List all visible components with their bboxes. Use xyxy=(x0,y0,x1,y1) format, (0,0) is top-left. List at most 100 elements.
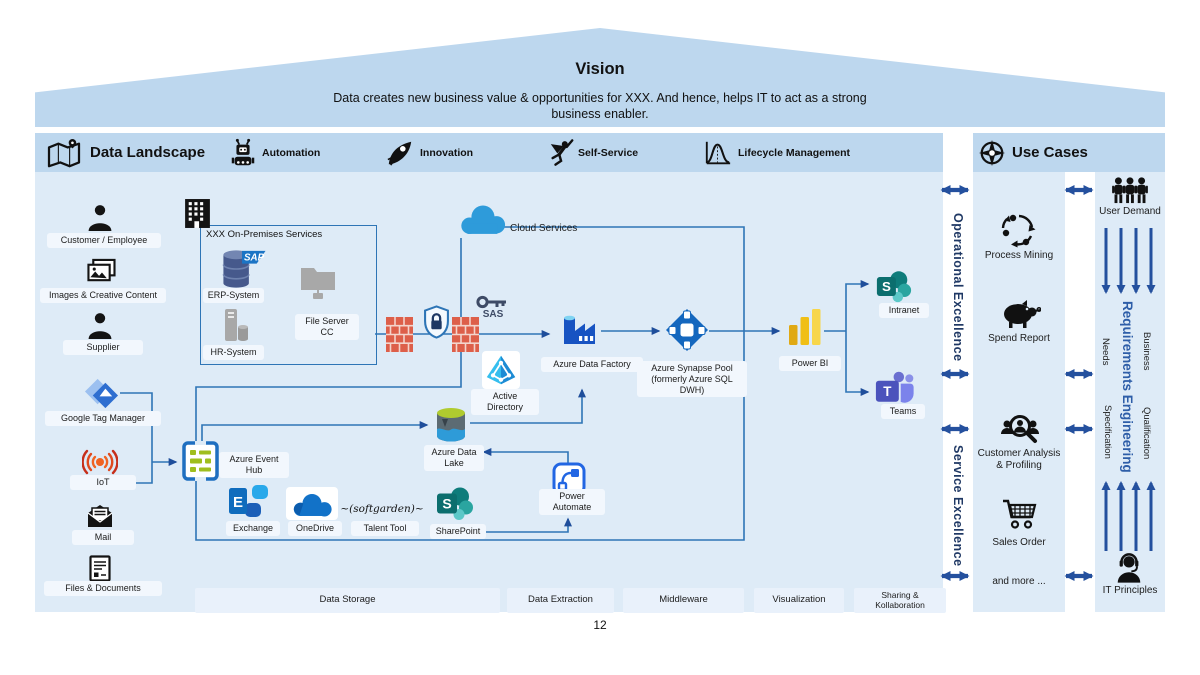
category-visualization: Visualization xyxy=(754,588,844,613)
use-case-process-mining: Process Mining xyxy=(984,250,1054,261)
file-server-label: File Server CC xyxy=(295,314,359,340)
exchange-label: Exchange xyxy=(226,521,280,536)
sharepoint-label: SharePoint xyxy=(430,524,486,539)
on-premises-title: XXX On-Premises Services xyxy=(206,229,323,240)
use-case-customer-analysis: Customer Analysis & Profiling xyxy=(977,448,1061,471)
category-middleware: Middleware xyxy=(623,588,744,613)
sap-logo-text: SAP xyxy=(244,253,265,264)
source-mail: Mail xyxy=(72,530,134,545)
building-icon xyxy=(184,198,211,229)
vision-subtitle: Data creates new business value & opport… xyxy=(333,91,867,121)
cloud-icon xyxy=(457,202,507,236)
it-principles-label: IT Principles xyxy=(1102,585,1158,596)
exchange-icon: E xyxy=(227,483,271,519)
sharepoint-icon: S xyxy=(875,269,913,304)
user-demand-label: User Demand xyxy=(1099,206,1161,217)
exchange-letter: E xyxy=(233,494,243,511)
piggy-bank-icon xyxy=(999,296,1041,330)
map-icon xyxy=(46,139,82,169)
specification-label: Specification xyxy=(1102,405,1113,459)
source-customer-employee: Customer / Employee xyxy=(47,233,161,248)
user-demand-icon xyxy=(1108,176,1152,205)
shield-lock-icon xyxy=(423,304,450,340)
azure-data-lake-icon xyxy=(434,406,468,444)
azure-data-lake-label: Azure Data Lake xyxy=(424,445,484,471)
data-landscape-title: Data Landscape xyxy=(90,144,206,161)
sharepoint-letter: S xyxy=(882,279,891,294)
on-premises-box xyxy=(200,225,377,365)
source-iot: IoT xyxy=(70,475,136,490)
use-case-spend-report: Spend Report xyxy=(988,333,1050,344)
file-server-icon xyxy=(297,262,339,300)
softgarden-logo: ~(softgarden)~ xyxy=(340,503,424,515)
azure-synapse-icon xyxy=(665,308,709,352)
use-cases-title: Use Cases xyxy=(1012,144,1088,161)
requirements-engineering-label: Requirements Engineering xyxy=(1120,301,1135,473)
needs-label: Needs xyxy=(1100,338,1111,366)
vision-roof: Vision Data creates new business value &… xyxy=(35,28,1165,127)
capability-self-service: Self-Service xyxy=(578,147,639,159)
data-landscape-band xyxy=(35,133,943,172)
capability-automation: Automation xyxy=(262,147,321,159)
onedrive-icon xyxy=(290,492,334,517)
intranet-label: Intranet xyxy=(879,303,929,318)
compass-icon xyxy=(978,139,1006,167)
source-supplier: Supplier xyxy=(63,340,143,355)
capability-innovation: Innovation xyxy=(420,147,474,159)
mail-icon xyxy=(86,503,114,529)
firewall-icon xyxy=(386,317,413,352)
azure-data-factory-icon xyxy=(559,306,601,346)
shopping-cart-icon xyxy=(1001,497,1039,531)
source-google-tag-manager: Google Tag Manager xyxy=(45,411,161,426)
firewall-icon xyxy=(452,317,479,352)
teams-letter: T xyxy=(883,384,892,399)
sharepoint-icon: S xyxy=(435,485,475,522)
use-cases-more-label: and more ... xyxy=(992,576,1046,587)
sharepoint-letter: S xyxy=(442,496,451,512)
category-data-extraction: Data Extraction xyxy=(507,588,614,613)
power-bi-label: Power BI xyxy=(779,356,841,371)
category-data-storage: Data Storage xyxy=(195,588,500,613)
source-images-creative-content: Images & Creative Content xyxy=(40,288,166,303)
source-files-documents: Files & Documents xyxy=(44,581,162,596)
sas-label: SAS xyxy=(482,309,504,320)
person-icon xyxy=(86,311,114,340)
process-mining-icon xyxy=(1000,212,1040,248)
page-number: 12 xyxy=(593,618,607,632)
document-icon xyxy=(89,555,111,582)
cloud-services-label: Cloud Services xyxy=(510,223,578,234)
category-sharing-kollaboration: Sharing & Kollaboration xyxy=(854,588,946,613)
azure-event-hub-label: Azure Event Hub xyxy=(219,452,289,478)
azure-event-hub-icon xyxy=(182,441,219,481)
use-case-sales-order: Sales Order xyxy=(992,537,1046,548)
operational-excellence-label: Operational Excellence xyxy=(951,212,965,362)
active-directory-label: Active Directory xyxy=(471,389,539,415)
power-automate-label: Power Automate xyxy=(539,489,605,515)
onedrive-label: OneDrive xyxy=(288,521,342,536)
robot-icon xyxy=(230,138,256,168)
azure-synapse-label: Azure Synapse Pool (formerly Azure SQL D… xyxy=(637,361,747,398)
business-label: Business xyxy=(1141,331,1152,371)
erp-system-label: ERP-System xyxy=(203,288,264,303)
active-directory-icon xyxy=(485,353,517,387)
it-principles-icon xyxy=(1113,553,1145,584)
images-icon xyxy=(85,258,117,285)
sap-erp-icon: SAP xyxy=(220,246,266,293)
teams-icon: T xyxy=(874,369,916,404)
bell-curve-icon xyxy=(704,139,732,167)
rocket-icon xyxy=(386,139,414,167)
teams-label: Teams xyxy=(881,404,925,419)
power-automate-icon xyxy=(551,461,587,497)
service-excellence-label: Service Excellence xyxy=(951,445,965,567)
qualification-label: Qualification xyxy=(1141,406,1152,460)
sas-key-icon xyxy=(476,294,508,310)
superhero-icon xyxy=(548,137,576,168)
power-bi-icon xyxy=(786,307,824,347)
customer-analysis-icon xyxy=(998,412,1042,448)
hr-system-icon xyxy=(221,307,251,347)
capability-lifecycle-management: Lifecycle Management xyxy=(738,147,851,159)
talent-tool-label: Talent Tool xyxy=(351,521,419,536)
vision-title: Vision xyxy=(575,60,625,78)
iot-icon xyxy=(82,447,118,477)
